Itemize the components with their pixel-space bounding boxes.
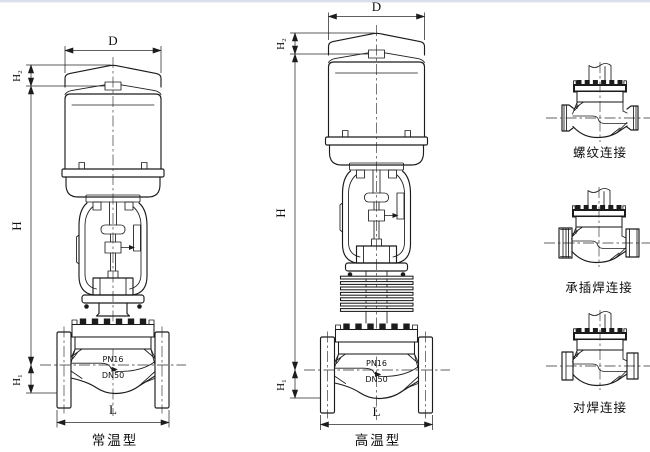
small-valve-drawing (571, 309, 628, 391)
threaded-ends (561, 104, 639, 132)
dim-label-d: D (372, 0, 381, 14)
dim-label-h1: H₁ (11, 374, 23, 386)
dim-label-l: L (373, 404, 381, 419)
butt-weld-ends (561, 351, 639, 381)
dim-label-l: L (109, 402, 117, 417)
connection-view-threaded: 螺纹连接 (546, 61, 650, 160)
dim-label-h1: H₁ (275, 379, 287, 391)
pressure-rating-mark: PN16 (366, 359, 387, 368)
small-valve-drawing (571, 61, 628, 143)
high-temp-valve-view: D H₂ H H₁ L PN16 DN50 高温型 (273, 0, 450, 448)
small-valve-drawing (570, 186, 627, 268)
connection-view-butt-weld: 对焊连接 (546, 309, 650, 415)
nominal-diameter-mark: DN50 (365, 375, 387, 384)
view-caption: 常温型 (92, 433, 139, 448)
pressure-rating-mark: PN16 (103, 355, 124, 364)
connection-label: 螺纹连接 (573, 145, 627, 160)
dimension-lines (290, 12, 434, 430)
connection-view-socket-weld: 承插焊连接 (544, 186, 650, 295)
dim-label-h: H (273, 208, 288, 217)
top-border (0, 0, 650, 3)
connection-label: 承插焊连接 (565, 280, 633, 295)
dim-label-h: H (9, 221, 24, 230)
normal-temp-valve-view: D H₂ H H₁ L PN16 DN50 常温型 (9, 33, 186, 448)
view-caption: 高温型 (355, 432, 402, 448)
cooling-fins (339, 270, 414, 324)
connection-label: 对焊连接 (573, 400, 627, 415)
bonnet-neck (95, 302, 131, 317)
dim-label-h2: H₂ (275, 38, 287, 50)
dim-label-d: D (108, 33, 117, 48)
nominal-diameter-mark: DN50 (102, 371, 124, 380)
dimension-lines (26, 46, 170, 428)
dim-label-h2: H₂ (11, 70, 23, 82)
socket-weld-ends (558, 227, 640, 259)
